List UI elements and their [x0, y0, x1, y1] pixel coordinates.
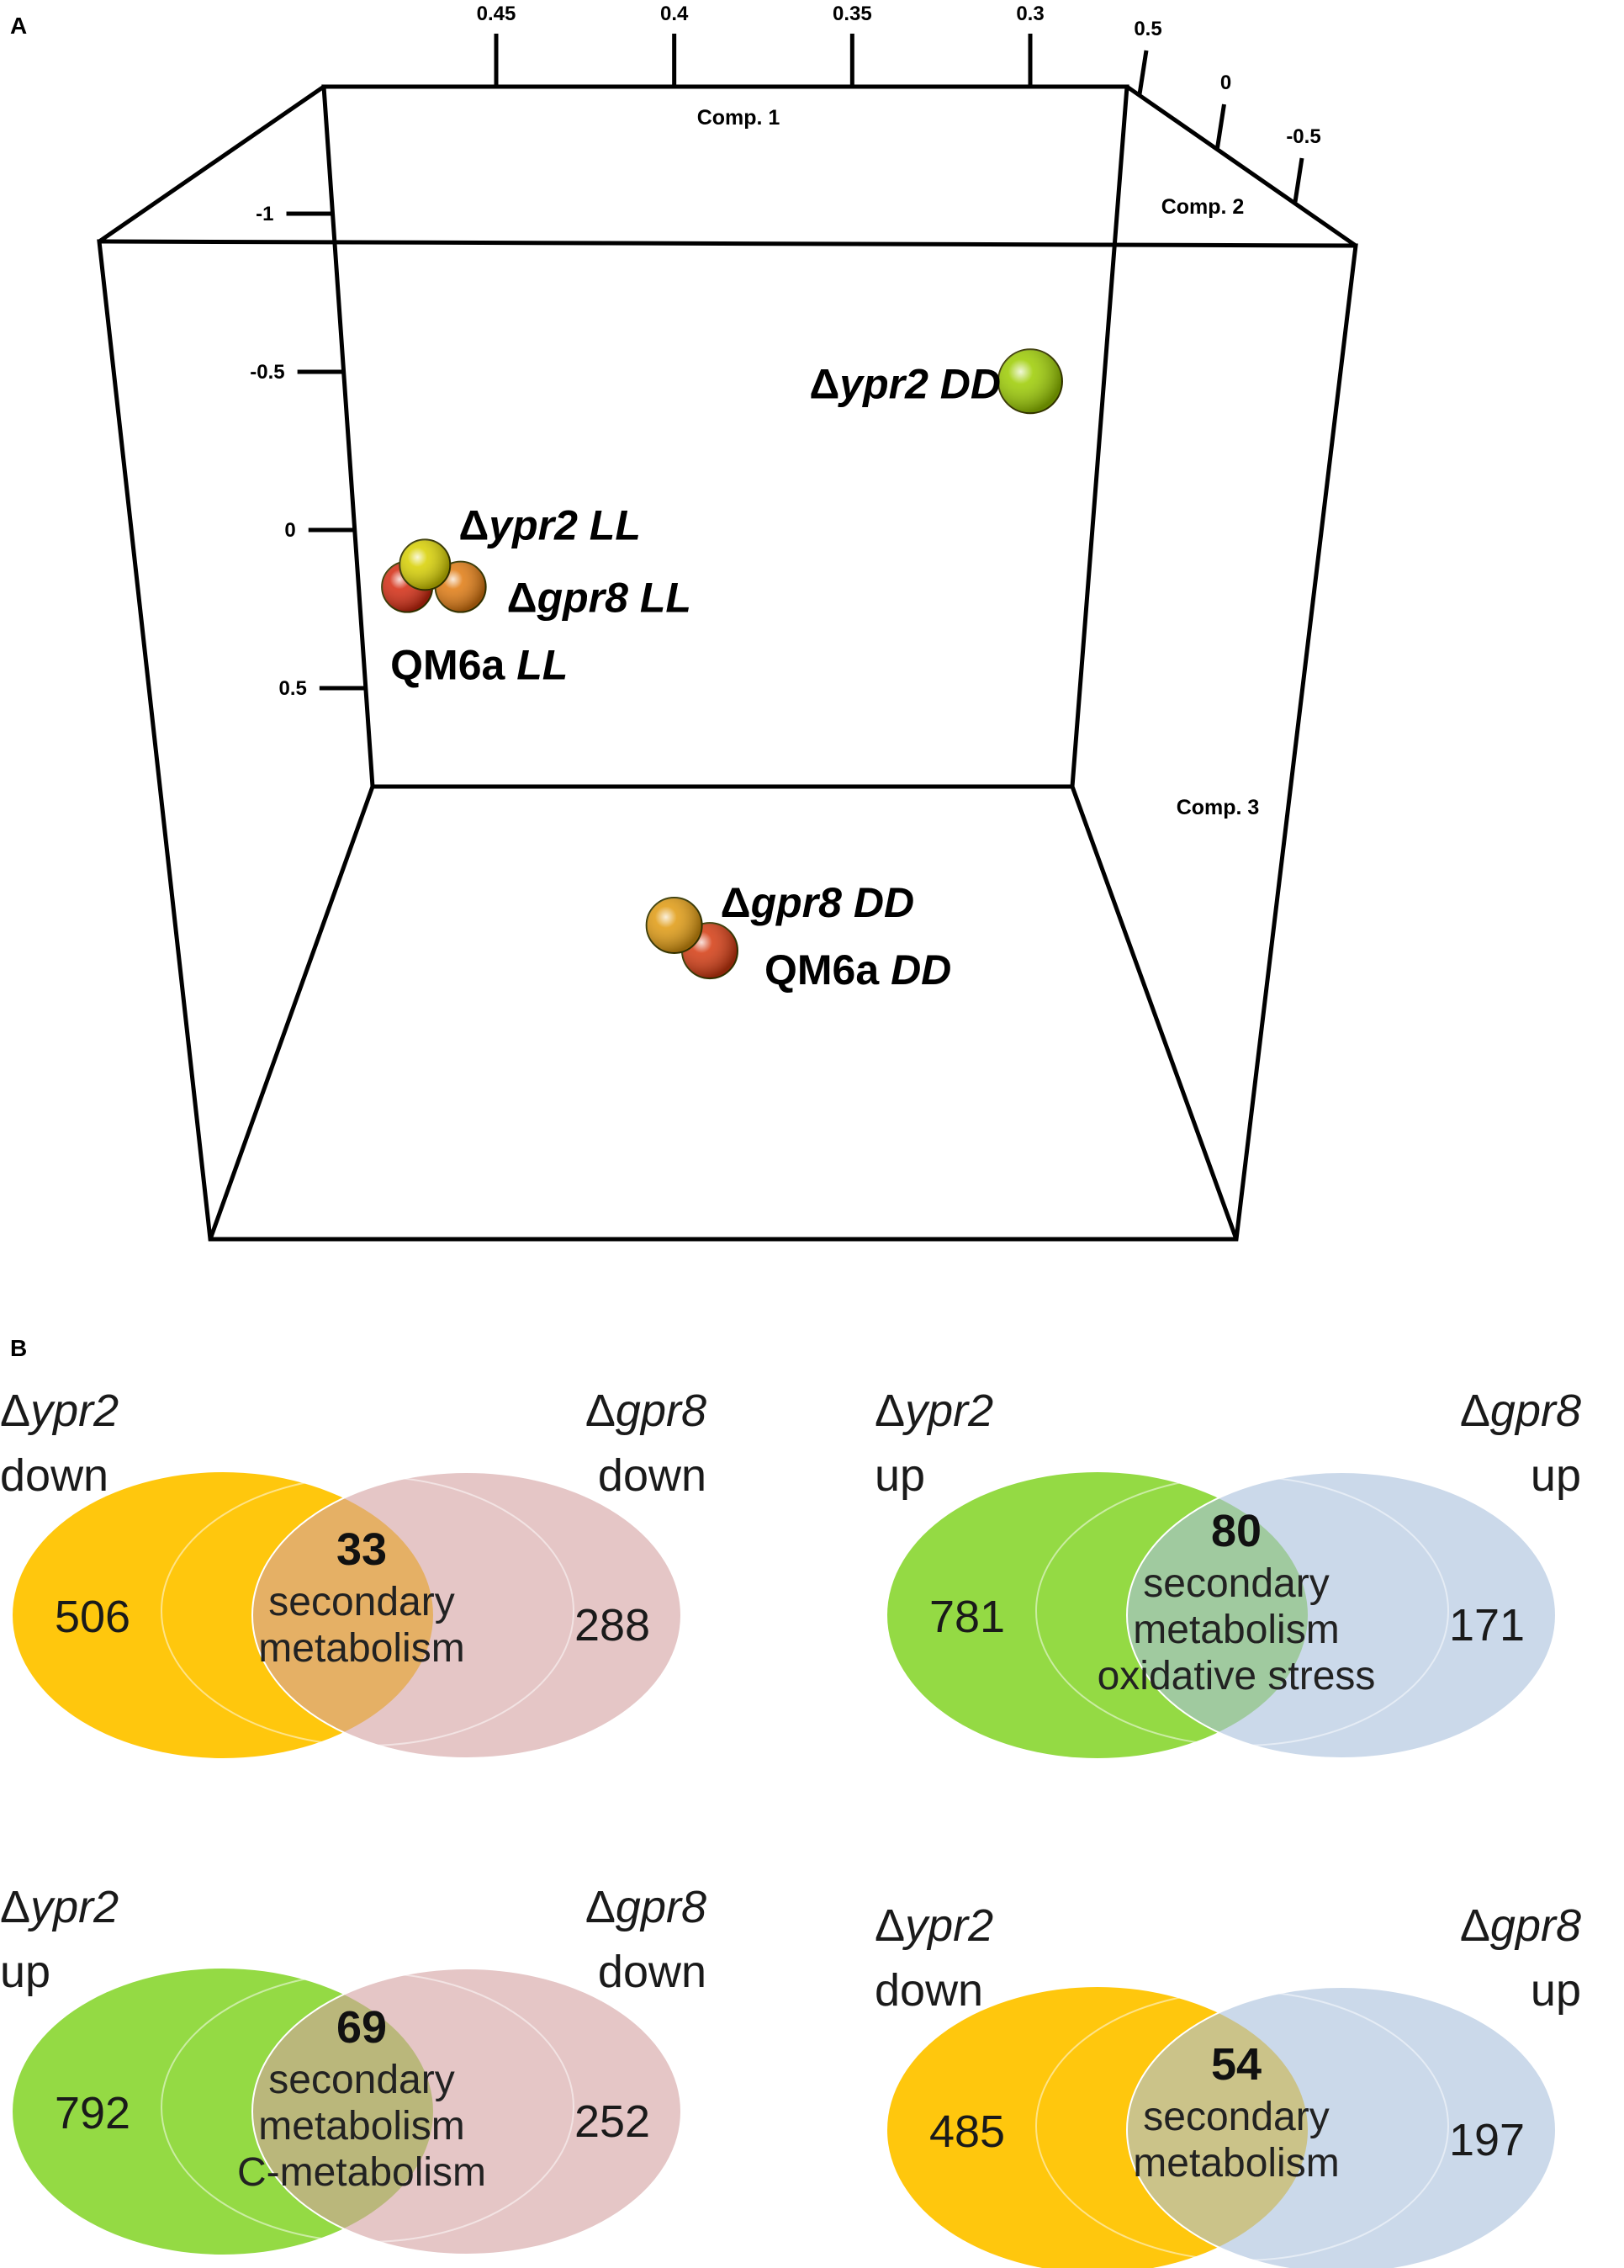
venn-diagram-4: Δypr2 down Δgpr8 up 485 197 54 secondarymetabol…	[875, 1900, 1581, 2268]
comp2-tick-mark	[1215, 103, 1226, 149]
venn-set-a-title: Δypr2	[875, 1900, 993, 1951]
venn-set-b-title: Δgpr8	[1460, 1900, 1581, 1951]
comp3-tick-label: -0.5	[250, 361, 284, 384]
comp3-tick-label: 0.5	[278, 677, 306, 700]
point-shine-delta-ypr2-dd	[998, 349, 1062, 414]
point-shine-delta-gpr8-dd	[646, 898, 702, 953]
venn-set-a-only-count: 792	[55, 2088, 130, 2138]
point-shine-delta-ypr2-ll	[399, 539, 451, 591]
box-edge-bl	[208, 786, 375, 1240]
venn-intersection-description: metabolism	[258, 1626, 464, 1671]
venn-set-b	[1126, 1986, 1557, 2268]
point-label-delta-gpr8-dd: Δgpr8 DD	[721, 879, 914, 926]
venn-intersection-description: secondary	[1143, 1561, 1329, 1606]
venn-intersection-description: metabolism	[1133, 1608, 1339, 1652]
venn-set-a-title: Δypr2	[0, 1882, 119, 1932]
venn-set-b-only-count: 252	[574, 2096, 650, 2147]
venn-intersection-count: 54	[1211, 2039, 1262, 2090]
venn-diagram-1: Δypr2 down Δgpr8 down 506 288 33 secondarymetab…	[0, 1386, 706, 1759]
venn-overlap-outline	[1035, 1476, 1449, 1746]
comp2-tick-mark	[1293, 157, 1304, 203]
point-label-delta-gpr8-ll: Δgpr8 LL	[507, 575, 691, 622]
venn-intersection-description: C-metabolism	[237, 2150, 486, 2195]
venn-set-b-direction: up	[1531, 1965, 1581, 2016]
venn-intersection-description: secondary	[268, 1580, 454, 1624]
comp1-tick-label: 0.4	[660, 3, 689, 25]
box-edge-tl	[98, 84, 325, 244]
venn-set-a-title: Δypr2	[0, 1386, 119, 1436]
box-edge-br	[1070, 786, 1239, 1240]
venn-set-b	[251, 1471, 682, 1759]
venn-set-a-direction: up	[0, 1947, 50, 1997]
venn-intersection-description: oxidative stress	[1098, 1654, 1376, 1698]
venn-set-b	[1126, 1471, 1557, 1759]
venn-set-b	[251, 1968, 682, 2255]
venn-intersection-count: 80	[1211, 1506, 1262, 1556]
venn-set-a-only-count: 506	[55, 1592, 130, 1642]
comp2-tick-label: 0	[1220, 72, 1231, 94]
comp3-axis-title: Comp. 3	[1177, 796, 1260, 819]
venn-set-a-direction: down	[875, 1965, 983, 2016]
venn-set-a-only-count: 485	[929, 2106, 1005, 2157]
comp3-tick-label: 0	[284, 519, 295, 542]
venn-set-b-title: Δgpr8	[1460, 1386, 1581, 1436]
box-edge-tr	[1125, 84, 1357, 248]
comp1-tick-label: 0.45	[477, 3, 516, 25]
point-label-delta-ypr2-dd: Δypr2 DD	[809, 360, 1001, 407]
panel-b-label: B	[10, 1335, 27, 1361]
comp3-tick-label: -1	[256, 203, 273, 225]
venn-overlap-outline	[1035, 1990, 1449, 2261]
comp1-tick-label: 0.35	[833, 3, 872, 25]
panel-a-label: A	[10, 13, 27, 39]
point-label-qm6a-dd: QM6a DD	[764, 946, 951, 994]
venn-set-b-direction: down	[598, 1947, 706, 1997]
venn-set-a-title: Δypr2	[875, 1386, 993, 1436]
venn-set-b-title: Δgpr8	[585, 1386, 706, 1436]
venn-diagram-2: Δypr2 up Δgpr8 up 781 171 80 secondarymetabolis…	[875, 1386, 1581, 1759]
venn-set-b-direction: down	[598, 1450, 706, 1501]
venn-set-a-only-count: 781	[929, 1592, 1005, 1642]
comp1-axis-title: Comp. 1	[697, 106, 780, 130]
comp2-tick-mark	[1137, 50, 1149, 95]
comp2-tick-label: 0.5	[1134, 18, 1161, 40]
venn-intersection-description: metabolism	[258, 2104, 464, 2149]
venn-intersection-description: metabolism	[1133, 2141, 1339, 2186]
venn-set-b-only-count: 171	[1449, 1600, 1525, 1651]
comp2-tick-label: -0.5	[1286, 125, 1320, 148]
venn-set-b-direction: up	[1531, 1450, 1581, 1501]
venn-intersection-description: secondary	[268, 2058, 454, 2102]
venn-set-b-title: Δgpr8	[585, 1882, 706, 1932]
comp2-axis-title: Comp. 2	[1161, 195, 1245, 219]
pca-3d-box	[97, 84, 1358, 1242]
venn-intersection-count: 69	[336, 2002, 387, 2053]
box-front-face	[97, 239, 1358, 1242]
venn-set-a-direction: up	[875, 1450, 925, 1501]
venn-intersection-description: secondary	[1143, 2095, 1329, 2139]
venn-intersection-count: 33	[336, 1524, 387, 1575]
venn-overlap-outline	[161, 1972, 574, 2243]
venn-overlap-outline	[161, 1476, 574, 1746]
venn-set-b-only-count: 197	[1449, 2115, 1525, 2165]
point-label-delta-ypr2-ll: Δypr2 LL	[458, 501, 641, 548]
point-label-qm6a-ll: QM6a LL	[390, 642, 568, 689]
venn-set-a-direction: down	[0, 1450, 108, 1501]
pca-points: Δypr2 DD Δypr2 LL Δgpr8 LL QM6a LL Δgpr8 DD Q…	[381, 348, 1063, 994]
venn-diagram-3: Δypr2 up Δgpr8 down 792 252 69 secondarymetabol…	[0, 1882, 706, 2255]
comp1-tick-label: 0.3	[1016, 3, 1044, 25]
venn-set-b-only-count: 288	[574, 1600, 650, 1651]
